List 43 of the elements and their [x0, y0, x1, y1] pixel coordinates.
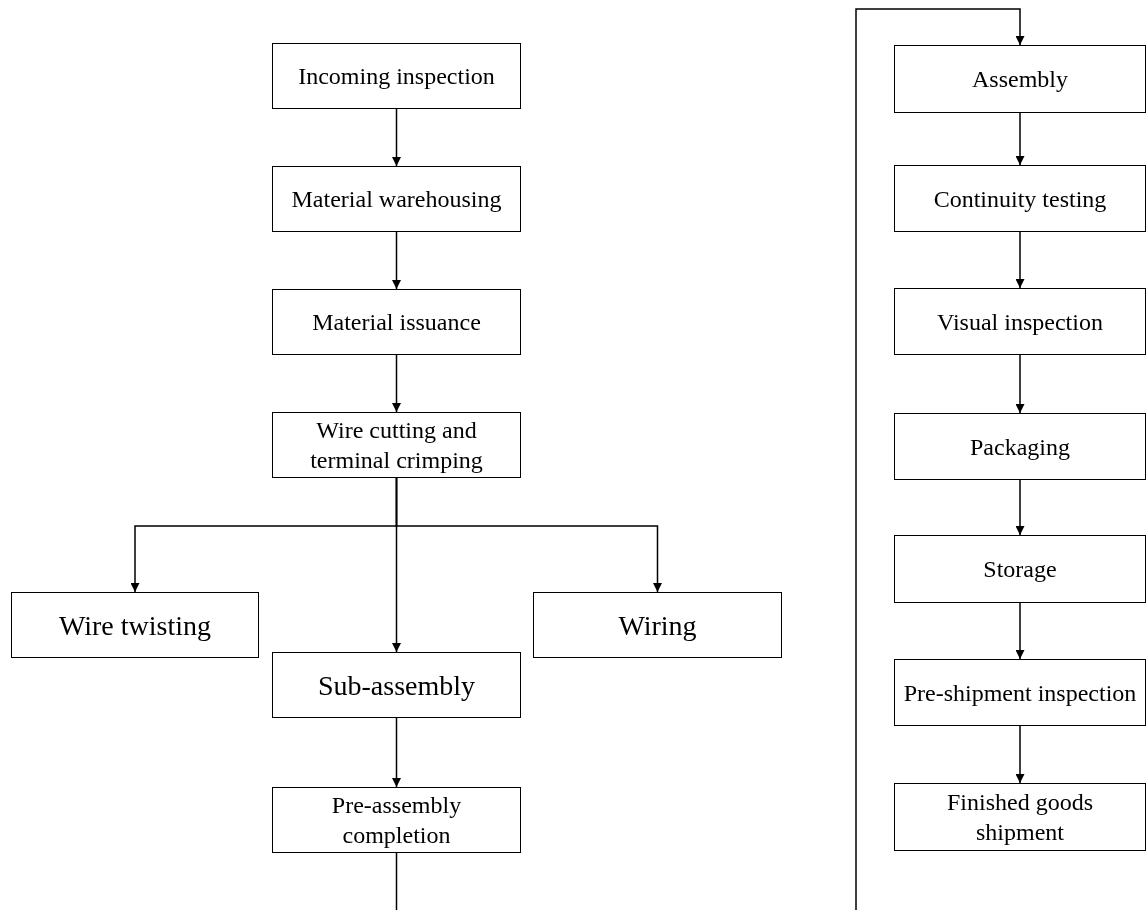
process-box: [272, 787, 521, 853]
step-label: Incoming inspection: [297, 62, 496, 91]
process-box: [272, 43, 521, 109]
step-label: Wiring: [617, 608, 698, 643]
step-label: Finished goods shipment: [946, 788, 1094, 847]
arrow: [392, 354, 401, 413]
process-box: [272, 652, 521, 718]
process-box: [894, 413, 1146, 480]
process-box: [894, 659, 1146, 726]
step-label: Wire cutting and terminal crimping: [309, 416, 484, 475]
arrow: [1015, 354, 1025, 414]
arrow: [395, 477, 662, 593]
arrow: [1015, 479, 1025, 536]
step-label: Storage: [982, 555, 1058, 584]
process-box: [11, 592, 259, 658]
arrow: [855, 8, 1025, 910]
process-box: [272, 412, 521, 478]
process-box: [894, 165, 1146, 232]
step-label: Pre-shipment inspection: [902, 678, 1138, 708]
arrow: [1015, 112, 1025, 166]
arrow: [1015, 231, 1025, 289]
process-box: [894, 783, 1146, 851]
step-label: Wire twisting: [57, 608, 213, 643]
arrow: [1015, 725, 1025, 784]
step-label: Visual inspection: [936, 307, 1104, 337]
process-box: [272, 166, 521, 232]
step-label: Sub-assembly: [316, 668, 477, 703]
arrow: [1015, 602, 1025, 660]
process-box: [894, 535, 1146, 603]
step-label: Pre-assembly completion: [330, 791, 463, 850]
arrow: [392, 231, 401, 290]
step-label: Material issuance: [311, 308, 482, 337]
process-box: [533, 592, 782, 658]
step-label: Packaging: [969, 432, 1071, 462]
step-label: Continuity testing: [932, 184, 1108, 214]
process-box: [894, 288, 1146, 355]
step-label: Assembly: [971, 65, 1069, 94]
step-label: Material warehousing: [290, 185, 503, 214]
connector-line: [395, 852, 398, 910]
process-box: [272, 289, 521, 355]
arrow: [392, 717, 401, 788]
process-box: [894, 45, 1146, 113]
arrow: [392, 108, 401, 167]
